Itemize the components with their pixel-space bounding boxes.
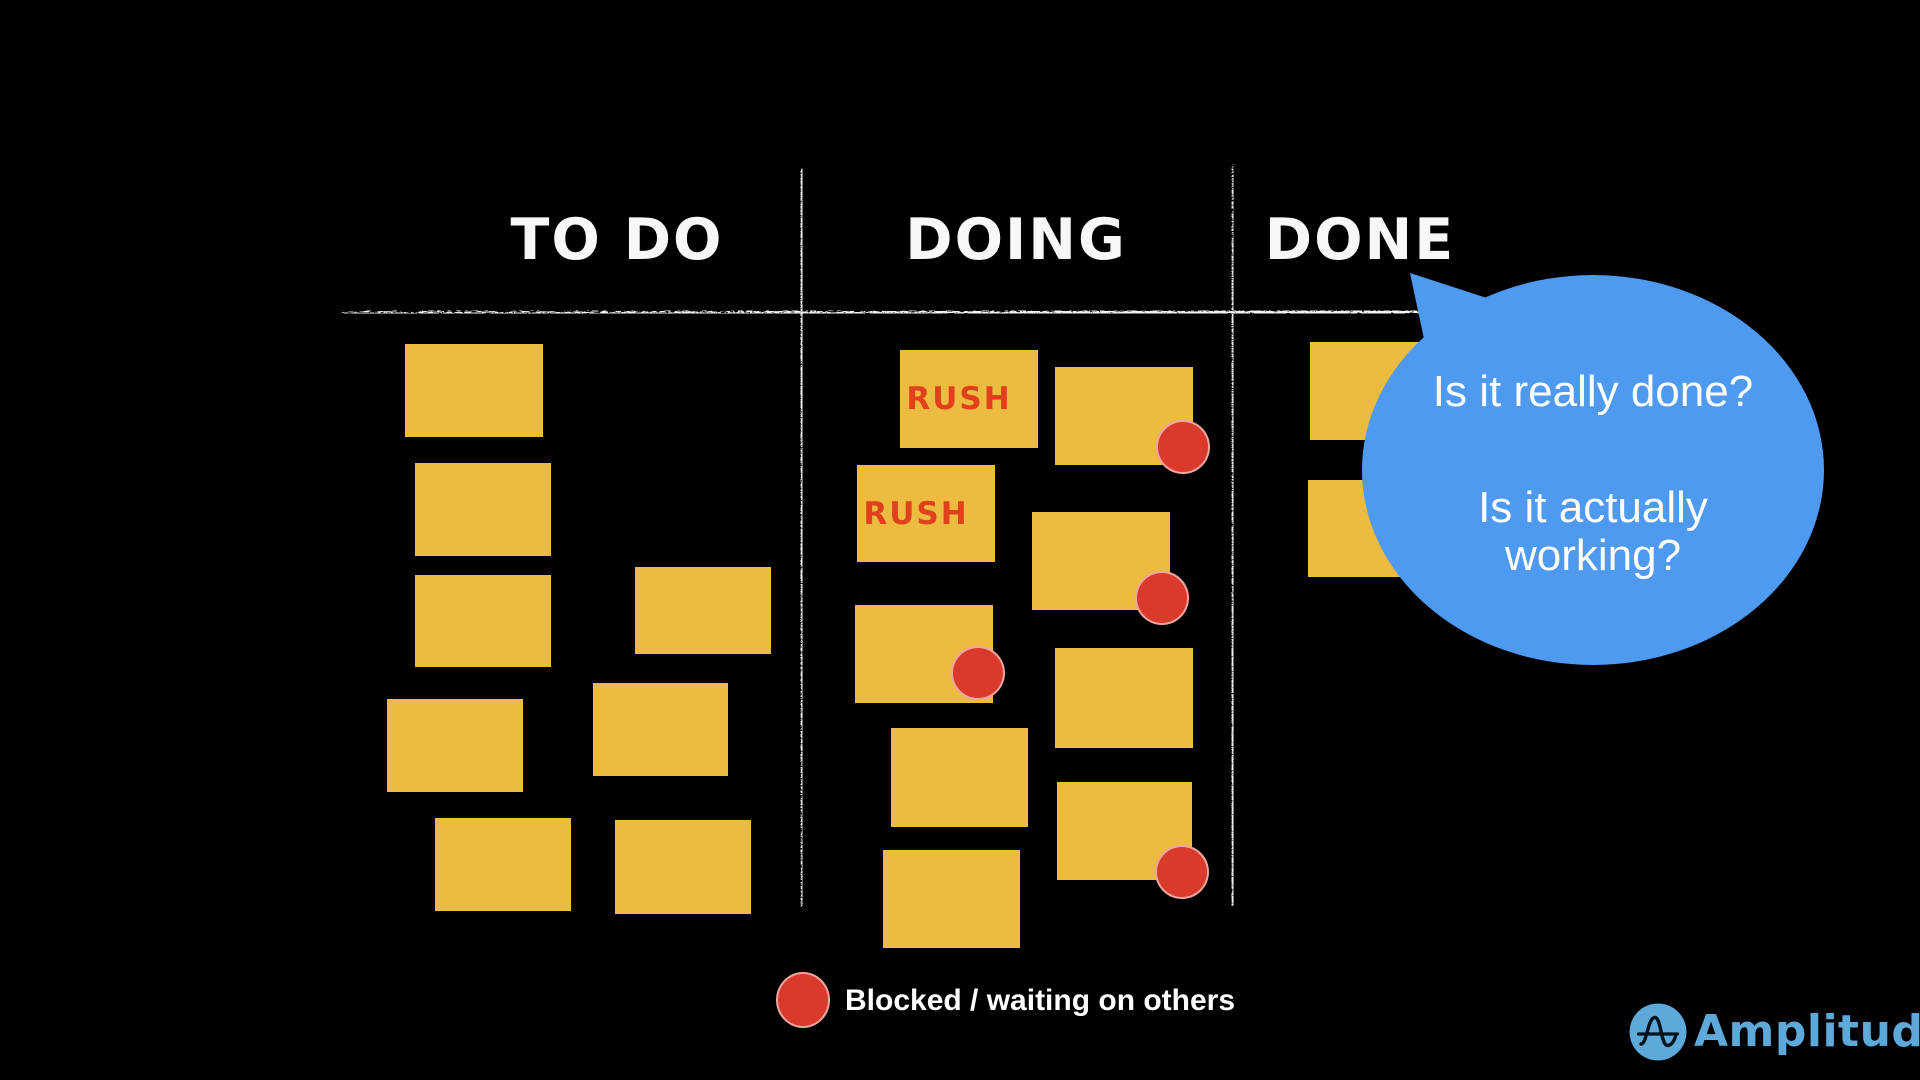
blocked-dot xyxy=(1135,571,1189,625)
bubble-question-2-line1: Is it actually xyxy=(1478,483,1708,532)
sticky-note xyxy=(387,699,523,792)
sticky-note xyxy=(1055,648,1193,748)
speech-bubble-body xyxy=(1362,275,1824,665)
column-header-todo: TO DO xyxy=(510,207,724,273)
sticky-note-rush: RUSH xyxy=(900,350,1038,448)
amplitude-logo-wave xyxy=(1639,1015,1678,1048)
bubble-question-2-line2: working? xyxy=(1504,531,1682,580)
rush-label: RUSH xyxy=(906,381,1012,417)
legend-label: Blocked / waiting on others xyxy=(845,984,1236,1017)
sticky-note xyxy=(891,728,1028,827)
sticky-note xyxy=(415,575,551,667)
brand-wordmark: Amplitude xyxy=(1694,1006,1920,1057)
bubble-question-1: Is it really done? xyxy=(1432,367,1754,416)
header-divider-line xyxy=(338,308,1447,316)
sticky-note xyxy=(405,344,543,437)
blocked-dot xyxy=(1156,420,1210,474)
sticky-note-rush: RUSH xyxy=(857,465,995,562)
sticky-note xyxy=(635,567,771,654)
column-header-done: DONE xyxy=(1264,207,1456,273)
sticky-note xyxy=(883,850,1020,948)
blocked-dot-legend xyxy=(776,972,830,1028)
blocked-dot xyxy=(1155,845,1209,899)
column-divider-todo-doing xyxy=(798,167,805,906)
sticky-note xyxy=(615,820,751,914)
sticky-note xyxy=(435,818,571,911)
rush-label: RUSH xyxy=(863,495,969,532)
column-header-doing: DOING xyxy=(905,207,1127,273)
sticky-note xyxy=(593,683,728,776)
blocked-dot xyxy=(951,646,1005,700)
column-divider-doing-done xyxy=(1229,165,1236,906)
amplitude-logo-icon xyxy=(1629,1003,1687,1061)
amplitude-logo-circle xyxy=(1629,1003,1687,1061)
sticky-note xyxy=(415,463,551,556)
